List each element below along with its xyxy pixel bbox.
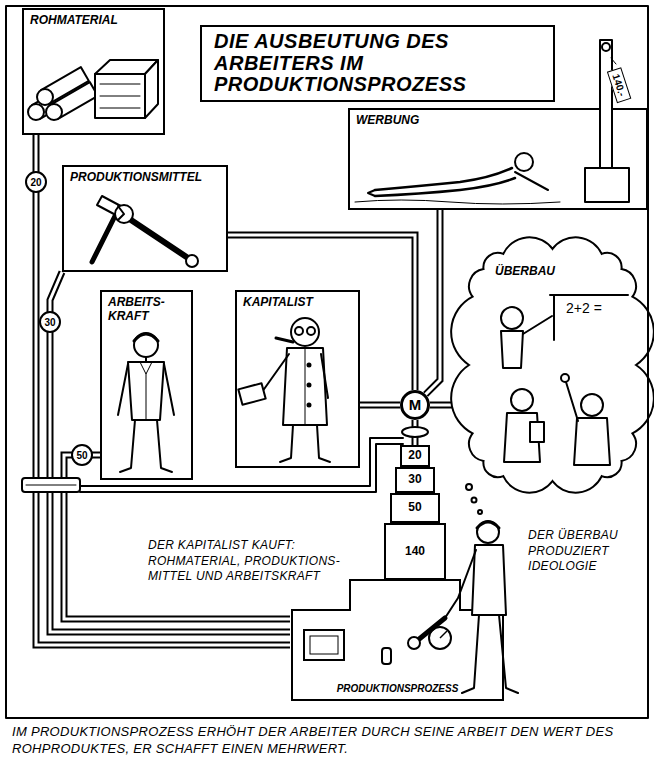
annotation: DER KAPITALIST KAUFT: ROHMATERIAL, PRODU… — [148, 538, 353, 585]
blackboard-text: 2+2 = — [566, 300, 602, 316]
product-cap — [602, 43, 610, 51]
node-label: PRODUKTIONSPROZESS — [337, 683, 459, 695]
annotation: DER ÜBERBAU PRODUZIERT IDEOLOGIE — [528, 528, 640, 575]
node-label: M — [409, 396, 422, 413]
node-label: ÜBERBAU — [495, 265, 555, 279]
labour-power-box: ARBEITS- KRAFT — [100, 290, 193, 480]
node-label: KAPITALIST — [243, 296, 313, 310]
pipe-outline — [426, 210, 440, 394]
node-label: 30 — [408, 473, 421, 487]
pipe-connector — [426, 210, 440, 394]
raw-material-box: ROHMATERIAL — [22, 8, 165, 135]
pipe-connector — [415, 420, 416, 445]
diagram-caption: IM PRODUKTIONSPROZESS ERHÖHT DER ARBEITE… — [12, 724, 644, 758]
clamp — [22, 478, 80, 492]
node-label: 20 — [408, 449, 421, 463]
superstructure-cloud: ÜBERBAU — [455, 235, 650, 495]
machine-window-inner — [310, 636, 338, 654]
pipe-outline — [360, 402, 400, 409]
value-circle: 50 — [71, 444, 93, 466]
capitalist-box: KAPITALIST — [235, 290, 360, 468]
value-block: 20 — [400, 445, 430, 467]
node-label: ARBEITS- KRAFT — [108, 296, 185, 324]
pipe-core — [414, 420, 417, 445]
node-label: WERBUNG — [356, 114, 419, 128]
bubble — [472, 498, 477, 503]
value-block: 30 — [395, 467, 435, 493]
pipe-clamp — [22, 478, 80, 492]
machine-body — [292, 580, 503, 700]
bubble — [466, 484, 472, 490]
pipe-connector — [360, 405, 400, 406]
hair — [477, 522, 499, 528]
pipe-core — [360, 404, 400, 407]
pipe-outline — [412, 420, 419, 445]
machine-gauge — [429, 627, 451, 649]
node-label: 50 — [408, 501, 421, 515]
body — [472, 545, 506, 615]
tag-string — [611, 58, 616, 64]
advertising-box: WERBUNG — [348, 108, 648, 210]
means-of-production-box: PRODUKTIONSMITTEL — [62, 165, 228, 272]
cloud-outline — [451, 237, 654, 492]
price-tag: 140.- — [607, 67, 631, 103]
value-circle: 20 — [25, 171, 47, 193]
node-label: ROHMATERIAL — [30, 14, 118, 28]
money-circle: M — [400, 390, 430, 420]
gauge-needle — [440, 631, 447, 638]
value-circle: 30 — [39, 311, 61, 333]
node-label: 140 — [405, 545, 425, 559]
pipe-ring — [402, 427, 428, 437]
thought-bubbles — [466, 484, 482, 514]
diagram-title: DIE AUSBEUTUNG DES ARBEITERS IM PRODUKTI… — [200, 25, 555, 102]
node-label: PRODUKTIONSMITTEL — [70, 171, 202, 185]
circle-outline — [402, 392, 429, 419]
production-machine: PRODUKTIONSPROZESS — [290, 580, 505, 702]
pipe-core — [426, 210, 440, 394]
head — [477, 521, 499, 543]
value-block: 140 — [384, 523, 446, 580]
machine-knob — [382, 648, 391, 664]
machine-window — [304, 630, 344, 660]
bubble — [478, 510, 482, 514]
value-block: 50 — [390, 493, 440, 523]
clamp-line — [26, 485, 76, 486]
